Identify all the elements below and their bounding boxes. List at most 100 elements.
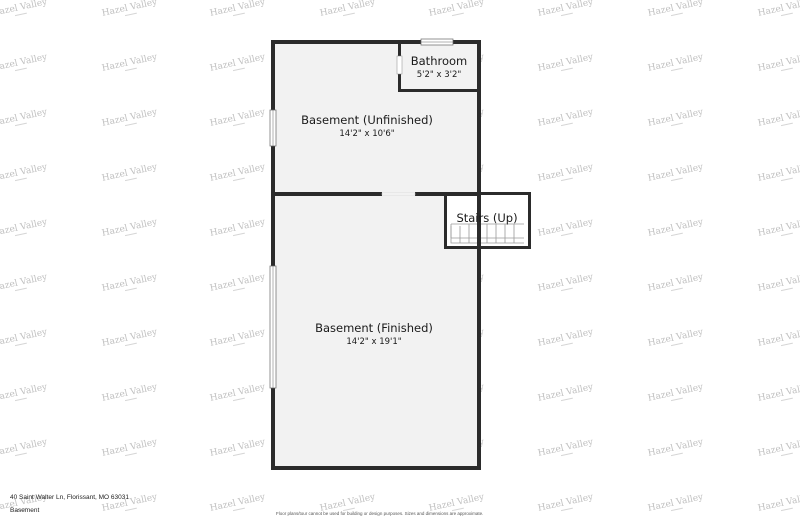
wall-stairs-bottom [444,246,531,249]
svg-text:Hazel Valley: Hazel Valley [537,437,595,459]
svg-text:Hazel Valley: Hazel Valley [209,272,267,294]
watermark-logo: Hazel Valley [537,0,595,19]
watermark-logo: Hazel Valley [209,52,267,74]
watermark-logo: Hazel Valley [537,272,595,294]
watermark-logo: Hazel Valley [209,382,267,404]
wall-right [477,40,481,470]
room-name-basement-finished: Basement (Finished) [315,321,433,335]
svg-text:Hazel Valley: Hazel Valley [101,107,159,129]
watermark-logo: Hazel Valley [537,107,595,129]
svg-text:Hazel Valley: Hazel Valley [209,382,267,404]
wall-middle-left [271,192,382,196]
svg-text:Hazel Valley: Hazel Valley [537,492,595,514]
windows [269,38,454,389]
watermark-logo: Hazel Valley [0,52,49,74]
watermark-logo: Hazel Valley [0,0,49,19]
svg-text:Hazel Valley: Hazel Valley [757,162,800,184]
svg-text:Hazel Valley: Hazel Valley [757,327,800,349]
footer-disclaimer: Floor plans/tour cannot be used for buil… [276,511,484,516]
svg-text:Hazel Valley: Hazel Valley [209,437,267,459]
svg-text:Hazel Valley: Hazel Valley [101,272,159,294]
watermark-logo: Hazel Valley [101,437,159,459]
watermark-logo: Hazel Valley [647,162,705,184]
window-finished-left [269,265,277,389]
svg-text:Hazel Valley: Hazel Valley [0,437,49,459]
room-dim-basement-unfinished: 14'2" x 10'6" [339,129,394,139]
svg-text:Hazel Valley: Hazel Valley [101,52,159,74]
watermark-logo: Hazel Valley [0,217,49,239]
svg-text:Hazel Valley: Hazel Valley [647,0,705,19]
room-name-stairs: Stairs (Up) [456,211,517,225]
svg-text:Hazel Valley: Hazel Valley [0,0,49,19]
watermark-logo: Hazel Valley [0,437,49,459]
watermark-logo: Hazel Valley [647,327,705,349]
svg-text:Hazel Valley: Hazel Valley [757,382,800,404]
watermark-logo: Hazel Valley [647,217,705,239]
svg-text:Hazel Valley: Hazel Valley [209,0,267,19]
svg-text:Hazel Valley: Hazel Valley [647,217,705,239]
svg-text:Hazel Valley: Hazel Valley [537,382,595,404]
watermark-logo: Hazel Valley [0,162,49,184]
watermark-logo: Hazel Valley [101,107,159,129]
svg-text:Hazel Valley: Hazel Valley [101,382,159,404]
svg-text:Hazel Valley: Hazel Valley [209,492,267,514]
svg-text:Hazel Valley: Hazel Valley [537,272,595,294]
watermark-logo: Hazel Valley [537,437,595,459]
watermark-logo: Hazel Valley [537,162,595,184]
watermark-logo: Hazel Valley [0,272,49,294]
watermark-logo: Hazel Valley [757,382,800,404]
wall-bottom [271,466,481,470]
watermark-logo: Hazel Valley [101,217,159,239]
watermark-logo: Hazel Valley [757,327,800,349]
doorway [381,192,416,196]
watermark-logo: Hazel Valley [647,272,705,294]
svg-text:Hazel Valley: Hazel Valley [101,437,159,459]
watermark-logo: Hazel Valley [209,217,267,239]
svg-text:Hazel Valley: Hazel Valley [0,217,49,239]
svg-text:Hazel Valley: Hazel Valley [0,52,49,74]
svg-text:Hazel Valley: Hazel Valley [101,327,159,349]
room-name-bathroom: Bathroom [411,54,467,68]
svg-text:Hazel Valley: Hazel Valley [647,382,705,404]
watermark-logo: Hazel Valley [757,272,800,294]
watermark-logo: Hazel Valley [209,492,267,514]
wall-bathroom-bottom [398,89,481,92]
watermark-logo: Hazel Valley [647,492,705,514]
watermark-logo: Hazel Valley [0,382,49,404]
watermark-logo: Hazel Valley [101,272,159,294]
watermark-logo: Hazel Valley [537,217,595,239]
stairs-floor [447,195,528,246]
watermark-logo: Hazel Valley [101,162,159,184]
watermark-logo: Hazel Valley [537,492,595,514]
svg-text:Hazel Valley: Hazel Valley [0,272,49,294]
watermark-logo: Hazel Valley [101,0,159,19]
svg-text:Hazel Valley: Hazel Valley [101,0,159,19]
svg-text:Hazel Valley: Hazel Valley [209,107,267,129]
svg-text:Hazel Valley: Hazel Valley [647,162,705,184]
svg-text:Hazel Valley: Hazel Valley [101,162,159,184]
svg-text:Hazel Valley: Hazel Valley [757,52,800,74]
svg-text:Hazel Valley: Hazel Valley [757,492,800,514]
svg-text:Hazel Valley: Hazel Valley [428,0,486,19]
svg-text:Hazel Valley: Hazel Valley [0,327,49,349]
svg-text:Hazel Valley: Hazel Valley [0,382,49,404]
svg-text:Hazel Valley: Hazel Valley [537,327,595,349]
watermark-logo: Hazel Valley [101,382,159,404]
watermark-logo: Hazel Valley [647,107,705,129]
watermark-logo: Hazel Valley [209,0,267,19]
footer-address: 40 Saint Walter Ln, Florissant, MO 63031 [10,494,129,501]
room-name-basement-unfinished: Basement (Unfinished) [301,113,433,127]
watermark-logo: Hazel Valley [209,162,267,184]
watermark-logo: Hazel Valley [319,0,377,19]
watermark-logo: Hazel Valley [101,327,159,349]
svg-text:Hazel Valley: Hazel Valley [537,0,595,19]
room-dim-bathroom: 5'2" x 3'2" [417,70,462,80]
wall-stairs-right [528,192,531,249]
watermark-logo: Hazel Valley [647,0,705,19]
watermark-logo: Hazel Valley [647,52,705,74]
watermark-logo: Hazel Valley [209,327,267,349]
svg-text:Hazel Valley: Hazel Valley [647,52,705,74]
svg-text:Hazel Valley: Hazel Valley [319,0,377,19]
